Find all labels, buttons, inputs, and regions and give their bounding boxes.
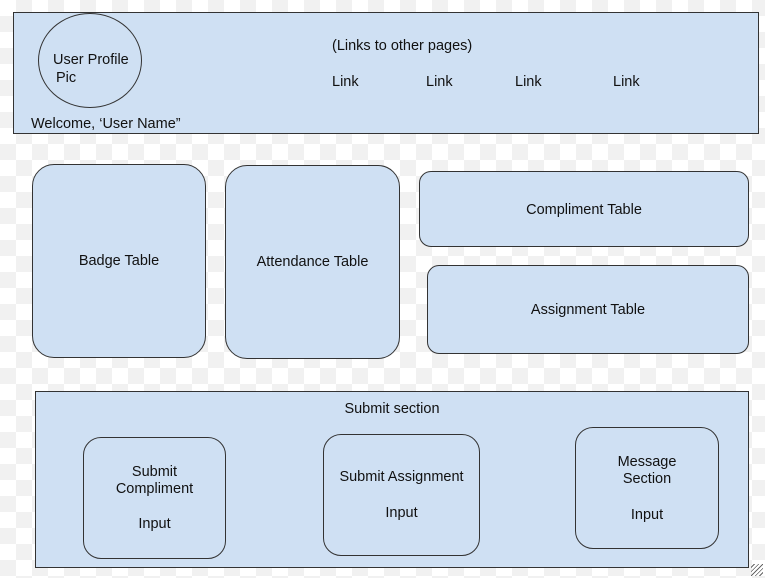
- attendance-table: Attendance Table: [225, 165, 400, 359]
- profile-pic-label-line2: Pic: [56, 70, 77, 86]
- badge-table: Badge Table: [32, 164, 206, 358]
- resize-handle-icon[interactable]: [751, 564, 763, 576]
- welcome-text: Welcome, ‘User Name”: [31, 116, 181, 132]
- submit-compliment-label-line2: Compliment: [115, 481, 194, 497]
- submit-section: Submit section Submit Compliment Input S…: [35, 391, 749, 568]
- attendance-table-label: Attendance Table: [256, 254, 369, 270]
- profile-pic-label-line1: User Profile: [53, 52, 129, 68]
- message-section-label-line2: Section: [622, 471, 672, 487]
- nav-link-3[interactable]: Link: [515, 74, 542, 90]
- compliment-table-label: Compliment Table: [526, 202, 642, 218]
- links-caption: (Links to other pages): [332, 38, 473, 54]
- submit-section-title: Submit section: [344, 401, 440, 417]
- submit-compliment-input[interactable]: Input: [138, 516, 171, 532]
- submit-assignment-box[interactable]: Submit Assignment Input: [323, 434, 480, 556]
- message-section-label-line1: Message: [617, 454, 677, 470]
- submit-compliment-box[interactable]: Submit Compliment Input: [83, 437, 226, 559]
- submit-assignment-label: Submit Assignment: [339, 469, 464, 485]
- header-panel: User Profile Pic (Links to other pages) …: [13, 12, 759, 134]
- profile-pic-placeholder[interactable]: User Profile Pic: [38, 13, 142, 108]
- submit-assignment-input[interactable]: Input: [385, 505, 418, 521]
- assignment-table: Assignment Table: [427, 265, 749, 354]
- nav-link-2[interactable]: Link: [426, 74, 453, 90]
- compliment-table: Compliment Table: [419, 171, 749, 247]
- badge-table-label: Badge Table: [78, 253, 160, 269]
- message-section-box[interactable]: Message Section Input: [575, 427, 719, 549]
- submit-compliment-label-line1: Submit: [131, 464, 178, 480]
- assignment-table-label: Assignment Table: [530, 302, 646, 318]
- nav-link-1[interactable]: Link: [332, 74, 359, 90]
- message-section-input[interactable]: Input: [630, 507, 664, 523]
- nav-link-4[interactable]: Link: [613, 74, 640, 90]
